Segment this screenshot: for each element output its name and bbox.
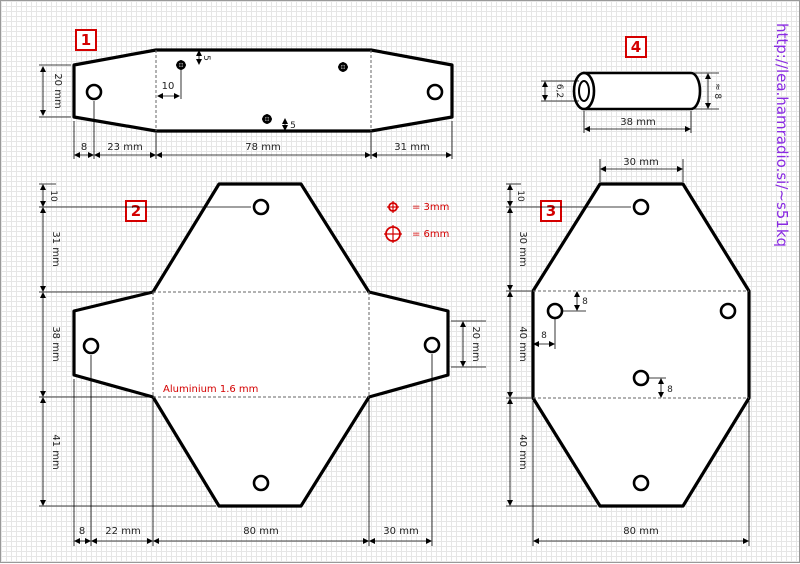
hole-large (719, 302, 737, 320)
tube-body (582, 71, 702, 111)
tube-bore (578, 80, 590, 102)
material-label: Aluminium 1.6 mm (163, 384, 258, 395)
hole-large (423, 336, 441, 354)
dim-label: 8 (79, 526, 85, 537)
dim-label: 31 mm (50, 231, 61, 266)
dim-label: 5 (201, 55, 211, 61)
dim-label: 5 (290, 121, 296, 131)
dim-label: 38 mm (620, 117, 655, 128)
hole-large (252, 474, 270, 492)
part-2: 2 Aluminium 1.6 mm = 3mm = 6mm (39, 182, 486, 546)
part-3-outline (531, 182, 751, 508)
dim-label: 10 (515, 190, 525, 202)
dim-label: 30 mm (623, 157, 658, 168)
dim-label: 80 mm (623, 526, 658, 537)
hole-large (632, 198, 650, 216)
legend-large-hole (384, 225, 402, 243)
hole-large (82, 337, 100, 355)
part-1-outline (72, 48, 454, 133)
dim-label: 22 mm (105, 526, 140, 537)
dim-label: 78 mm (245, 142, 280, 153)
badge-3-label: 3 (546, 202, 556, 220)
dim-label: 38 mm (50, 326, 61, 361)
hole-large (546, 302, 564, 320)
dim-label: 40 mm (517, 434, 528, 469)
dim-label: 8 (667, 385, 673, 395)
dim-label: 8 (541, 331, 547, 341)
hole-small (176, 60, 186, 70)
hole-large (85, 83, 103, 101)
legend-small-hole (387, 201, 399, 213)
url-link[interactable]: http://lea.hamradio.si/~s51kq (773, 23, 791, 247)
part-3: 3 30 mm 10 30 mm 40 mm 40 mm 8 8 (506, 157, 751, 546)
dim-label: 6,2 (554, 84, 564, 98)
dim-label: 80 mm (243, 526, 278, 537)
dim-label: 40 mm (517, 326, 528, 361)
badge-2-label: 2 (131, 202, 141, 220)
hole-large (252, 198, 270, 216)
dim-label: 31 mm (394, 142, 429, 153)
dim-label: 23 mm (107, 142, 142, 153)
dim-label: ≈ 8 (712, 83, 722, 99)
legend-large-label: = 6mm (412, 229, 449, 240)
dim-label: 8 (81, 142, 87, 153)
badge-4-label: 4 (631, 38, 641, 56)
badge-1-label: 1 (81, 31, 91, 49)
dim-label: 41 mm (50, 434, 61, 469)
hole-small (338, 62, 348, 72)
hole-large (426, 83, 444, 101)
dim-label: 8 (582, 297, 588, 307)
part-4: 4 6,2 38 mm ≈ 8 (541, 36, 722, 133)
badge-3 (540, 200, 562, 222)
badge-4 (625, 36, 647, 58)
legend-small-label: = 3mm (412, 202, 449, 213)
dim-label: 10 (162, 81, 175, 92)
dim-label: 10 (48, 190, 58, 202)
dim-label: 30 mm (517, 231, 528, 266)
part-1: 1 20 mm 10 5 5 8 23 mm (39, 29, 454, 159)
dim-label: 20 mm (52, 73, 63, 108)
dim-label: 20 mm (470, 326, 481, 361)
badge-2 (125, 200, 147, 222)
hole-large (632, 474, 650, 492)
hole-large (632, 369, 650, 387)
hole-small (262, 114, 272, 124)
badge-1 (75, 29, 97, 51)
dim-label: 30 mm (383, 526, 418, 537)
